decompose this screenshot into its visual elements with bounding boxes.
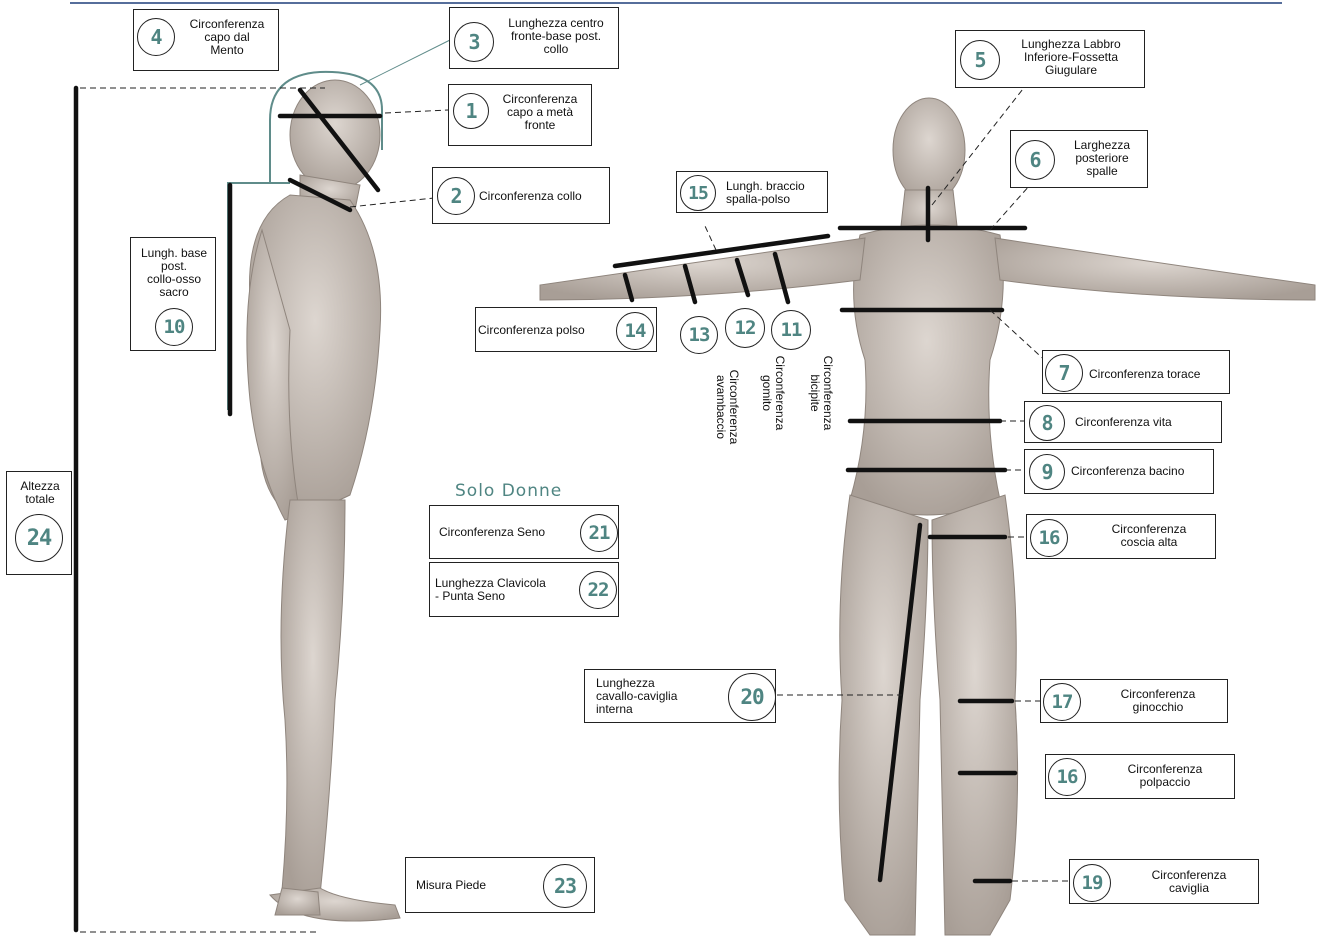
badge-16-thigh: 16 [1030,519,1068,557]
label-22-text: Lunghezza Clavicola - Punta Seno [435,577,579,603]
label-10-back-length: Lungh. base post. collo-osso sacro 10 [130,237,216,351]
label-8-waist-circ: 8 Circonferenza vita [1024,401,1222,443]
label-6-text: Larghezza posteriore spalle [1059,139,1145,178]
label-17-knee-circ: 17 Circonferenza ginocchio [1040,679,1228,723]
label-24-text: Altezza totale [9,480,71,506]
badge-21: 21 [580,514,618,552]
label-22-clavicle-bust: Lunghezza Clavicola - Punta Seno 22 [429,562,619,617]
badge-5: 5 [960,40,1000,80]
label-5-text: Lunghezza Labbro Inferiore-Fossetta Giug… [1002,38,1140,77]
badge-11: 11 [771,310,811,350]
label-15-arm-length: 15 Lungh. braccio spalla-polso [676,171,828,213]
badge-15: 15 [680,175,716,211]
label-8-text: Circonferenza vita [1075,416,1215,429]
label-17-text: Circonferenza ginocchio [1097,688,1219,714]
label-19-ankle-circ: 19 Circonferenza caviglia [1069,859,1259,904]
badge-16-calf: 16 [1048,758,1086,796]
badge-1: 1 [453,93,489,129]
badge-10: 10 [155,308,193,346]
label-1-head-circ: 1 Circonferenza capo a metà fronte [448,84,592,146]
label-4-head-circ-chin: 4 Circonferenza capo dal Mento [133,9,279,71]
badge-19: 19 [1073,864,1111,902]
badge-24: 24 [15,514,63,562]
badge-3: 3 [454,22,494,62]
label-19-text: Circonferenza caviglia [1126,869,1252,895]
label-20-text: Lunghezza cavallo-caviglia interna [596,677,726,716]
label-23-foot: Misura Piede 23 [405,857,595,913]
badge-23: 23 [543,864,587,908]
label-3-text: Lunghezza centro fronte-base post. collo [494,17,618,56]
label-21-bust-circ: Circonferenza Seno 21 [429,505,619,559]
badge-20: 20 [728,673,776,721]
badge-6: 6 [1015,140,1055,180]
label-11-text: Circonferenza bicipite [808,348,834,438]
badge-12: 12 [725,308,765,348]
badge-8: 8 [1029,405,1065,441]
label-1-text: Circonferenza capo a metà fronte [491,93,589,132]
badge-9: 9 [1029,454,1065,490]
label-2-neck-circ: 2 Circonferenza collo [432,167,610,224]
label-14-wrist-circ: Circonferenza polso 14 [475,307,657,352]
label-7-text: Circonferenza torace [1089,368,1229,381]
label-20-inseam: Lunghezza cavallo-caviglia interna 20 [584,669,776,723]
label-9-text: Circonferenza bacino [1071,465,1213,478]
label-21-text: Circonferenza Seno [439,526,579,539]
label-16-thigh-circ: 16 Circonferenza coscia alta [1026,514,1216,559]
label-2-text: Circonferenza collo [479,190,609,203]
label-4-text: Circonferenza capo dal Mento [178,18,276,57]
badge-2: 2 [437,177,475,215]
label-7-chest-circ: 7 Circonferenza torace [1042,350,1230,394]
label-16-thigh-text: Circonferenza coscia alta [1089,523,1209,549]
leader-3 [360,40,450,85]
badge-22: 22 [579,571,617,609]
label-5-lip-jugular: 5 Lunghezza Labbro Inferiore-Fossetta Gi… [955,30,1145,88]
label-13-text: Circonferenza avambaccio [714,362,740,452]
label-3-front-length: 3 Lunghezza centro fronte-base post. col… [449,7,619,69]
label-23-text: Misura Piede [416,879,536,892]
side-figure [247,80,400,921]
label-9-hip-circ: 9 Circonferenza bacino [1024,449,1214,494]
label-10-text: Lungh. base post. collo-osso sacro [133,247,215,299]
badge-4: 4 [137,18,175,56]
label-15-text: Lungh. braccio spalla-polso [726,180,826,206]
badge-14: 14 [616,312,654,350]
label-16-calf-circ: 16 Circonferenza polpaccio [1045,754,1235,799]
label-6-shoulder-width: 6 Larghezza posteriore spalle [1010,130,1148,188]
label-12-text: Circonferenza gomito [760,348,786,438]
label-16-calf-text: Circonferenza polpaccio [1104,763,1226,789]
label-24-total-height: Altezza totale 24 [6,471,72,575]
women-only-heading: Solo Donne [455,481,562,501]
badge-13: 13 [680,316,718,354]
badge-17: 17 [1043,683,1081,721]
label-14-text: Circonferenza polso [478,324,616,337]
badge-7: 7 [1045,354,1083,392]
